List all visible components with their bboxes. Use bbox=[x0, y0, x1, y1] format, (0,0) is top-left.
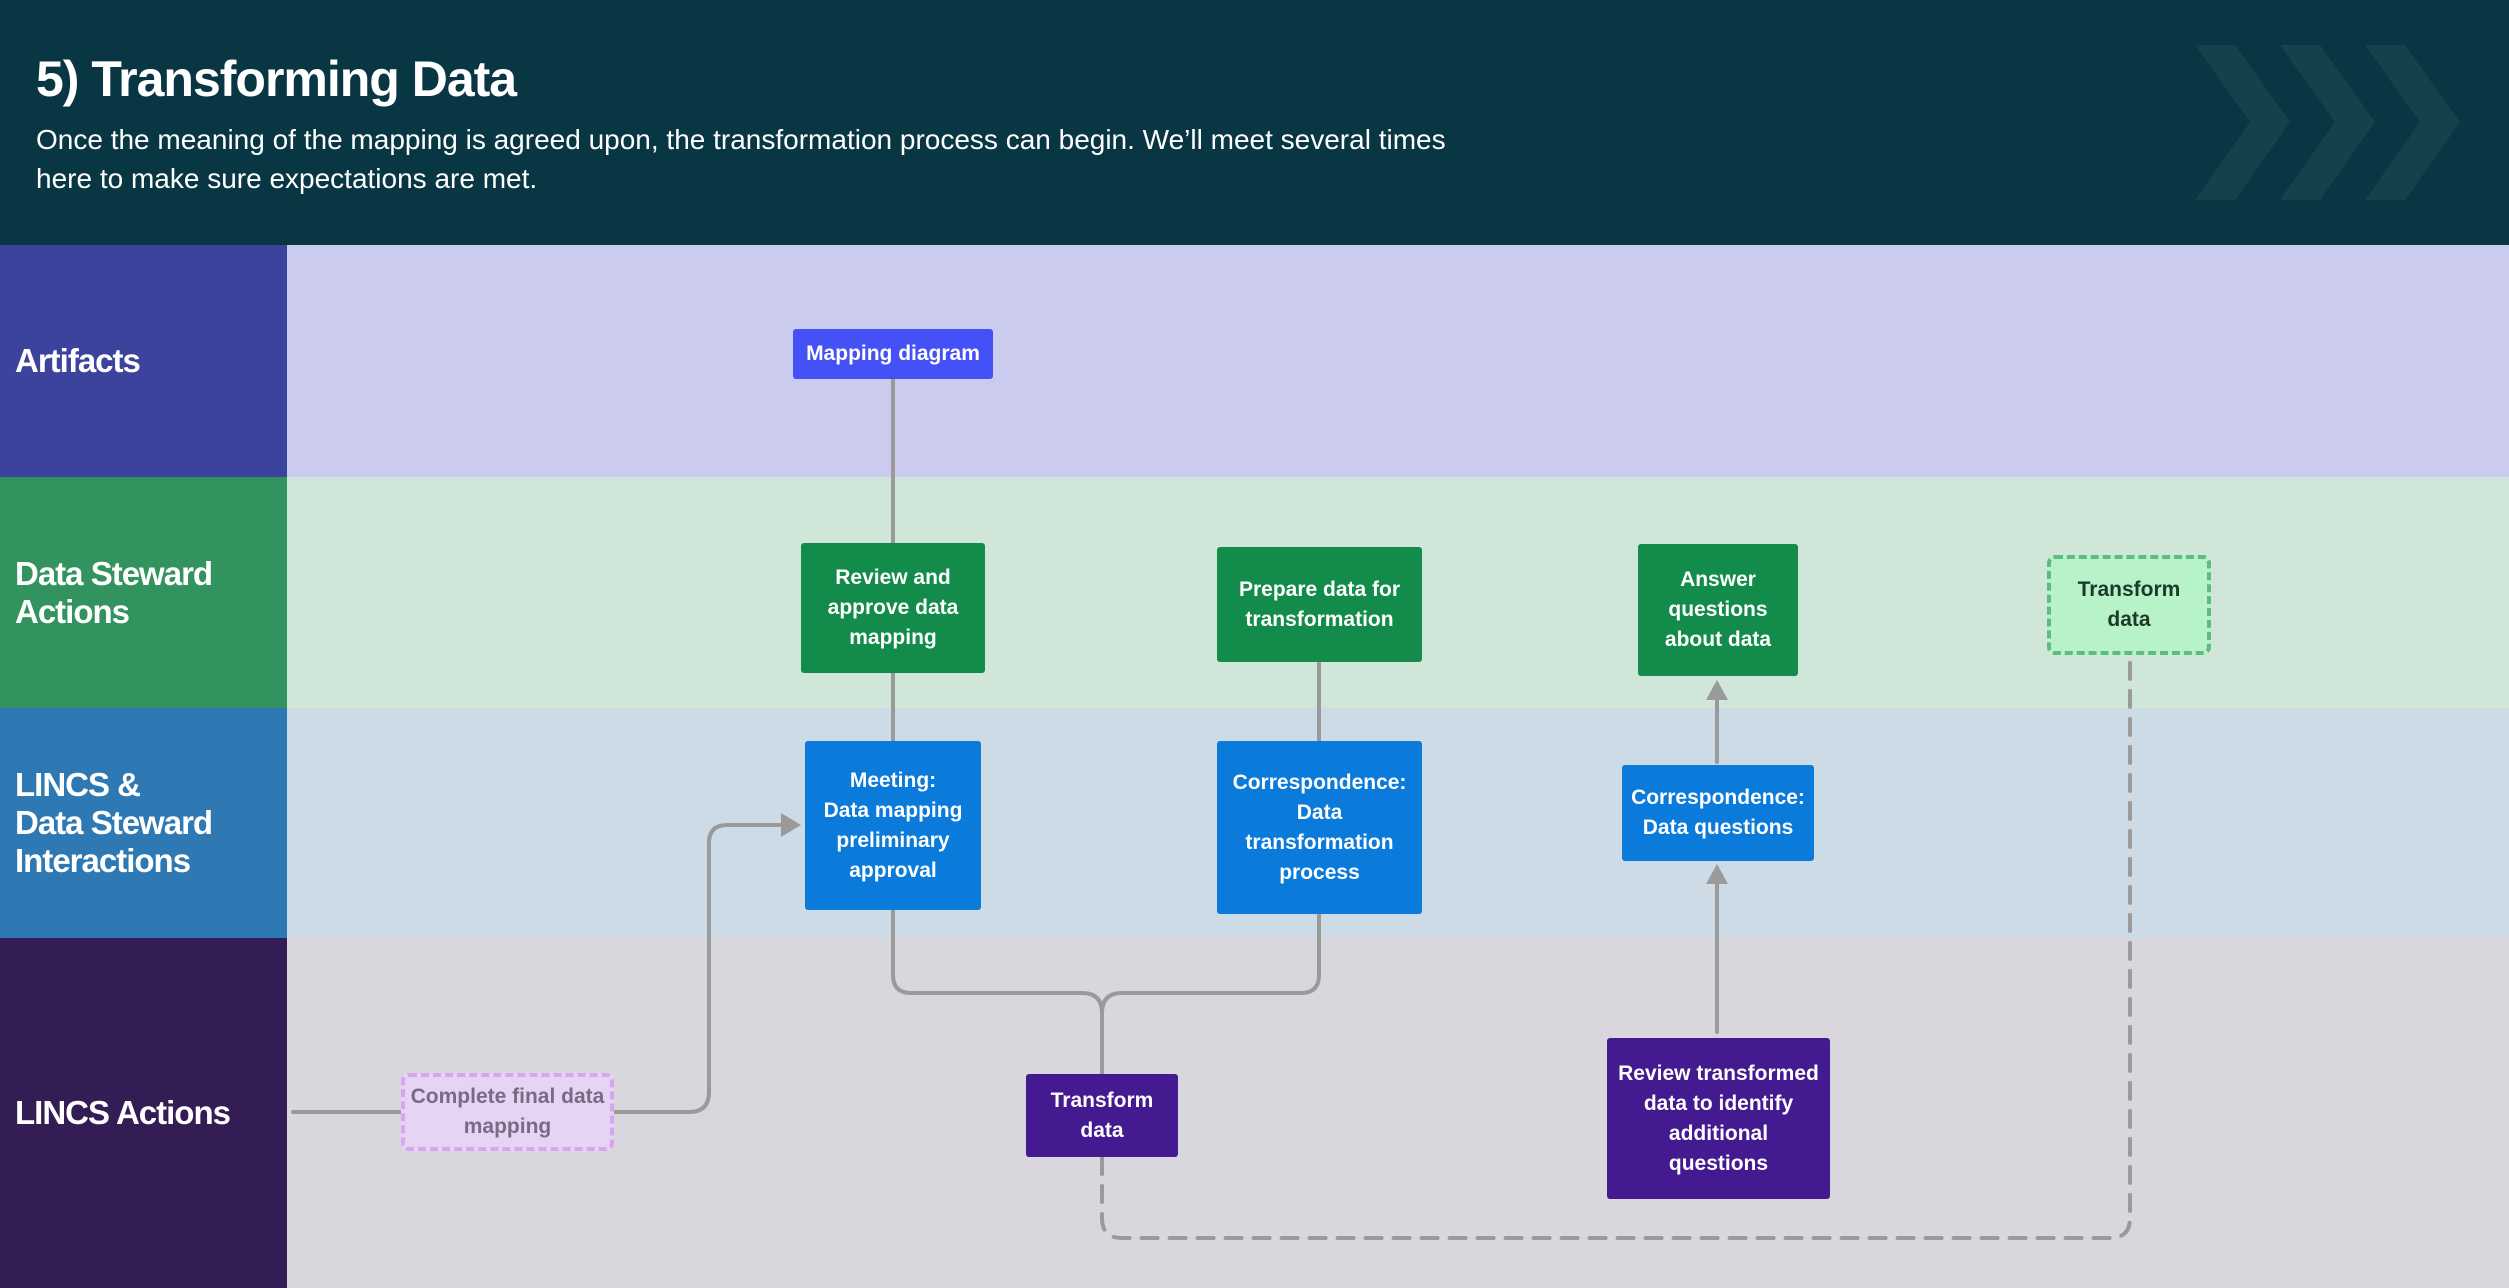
lane-label-lincs-actions: LINCS Actions bbox=[0, 938, 287, 1288]
node-review-transformed-data: Review transformed data to identify addi… bbox=[1607, 1038, 1830, 1199]
node-transform-data-lincs: Transform data bbox=[1026, 1074, 1178, 1157]
chevron-right-icons bbox=[2195, 45, 2460, 200]
arrowhead-to-meeting bbox=[781, 813, 801, 837]
node-mapping-diagram: Mapping diagram bbox=[793, 329, 993, 379]
node-complete-final-mapping: Complete final data mapping bbox=[401, 1073, 614, 1151]
page-title: 5) Transforming Data bbox=[36, 51, 517, 107]
node-prepare-data: Prepare data for transformation bbox=[1217, 547, 1422, 662]
lane-label-artifacts: Artifacts bbox=[0, 245, 287, 477]
connector-transform-loop-dashed bbox=[1100, 653, 2132, 1240]
connector-meeting-to-transform bbox=[891, 908, 1104, 1075]
connector-correspondence-to-transform bbox=[1100, 912, 1321, 1015]
arrowhead-to-correspondence-questions bbox=[1706, 864, 1728, 884]
node-answer-questions: Answer questions about data bbox=[1638, 544, 1798, 676]
page-subtitle: Once the meaning of the mapping is agree… bbox=[36, 124, 1446, 194]
node-review-approve-mapping: Review and approve data mapping bbox=[801, 543, 985, 673]
node-correspondence-data-questions: Correspondence: Data questions bbox=[1622, 765, 1814, 861]
connector-complete-to-meeting bbox=[613, 823, 784, 1114]
node-correspondence-transformation: Correspondence: Data transformation proc… bbox=[1217, 741, 1422, 914]
arrowhead-to-answer-questions bbox=[1706, 680, 1728, 700]
header: 5) Transforming Data Once the meaning of… bbox=[0, 0, 2509, 245]
lane-label-interactions: LINCS & Data Steward Interactions bbox=[0, 708, 287, 938]
lane-label-data-steward-actions: Data Steward Actions bbox=[0, 477, 287, 708]
node-transform-data-steward: Transform data bbox=[2047, 555, 2211, 655]
lane-body-artifacts bbox=[287, 245, 2509, 477]
node-meeting-preliminary-approval: Meeting: Data mapping preliminary approv… bbox=[805, 741, 981, 910]
lane-artifacts: Artifacts bbox=[0, 245, 2509, 477]
